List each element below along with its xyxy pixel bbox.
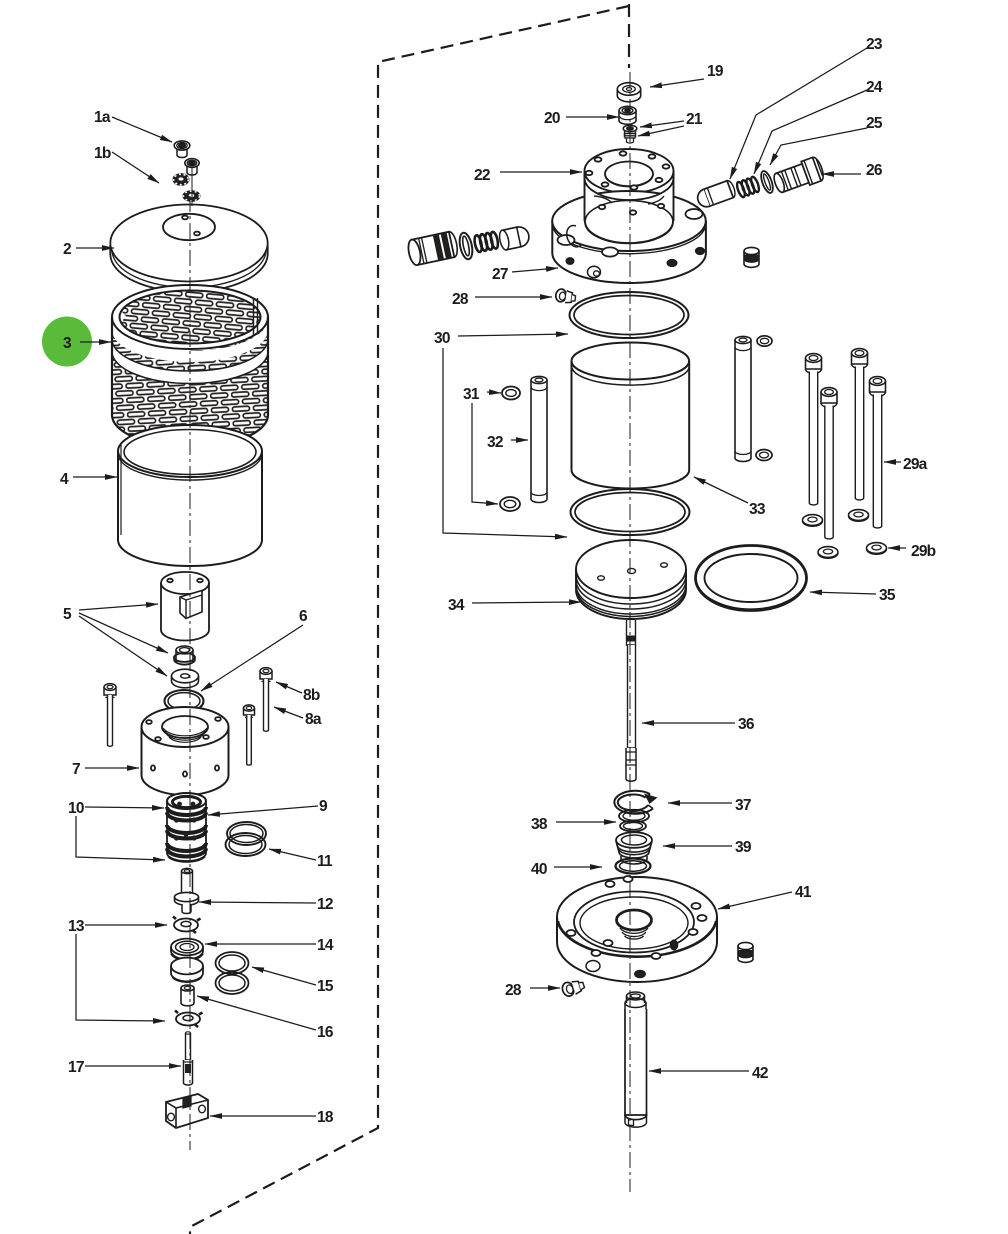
svg-text:23: 23 bbox=[866, 36, 883, 53]
svg-text:12: 12 bbox=[317, 896, 333, 913]
svg-text:30: 30 bbox=[434, 330, 450, 347]
svg-text:29a: 29a bbox=[903, 456, 928, 473]
svg-text:28: 28 bbox=[452, 291, 469, 308]
svg-text:1a: 1a bbox=[94, 109, 111, 126]
svg-text:5: 5 bbox=[63, 606, 72, 623]
svg-text:24: 24 bbox=[866, 79, 883, 96]
svg-text:9: 9 bbox=[319, 798, 328, 815]
svg-text:2: 2 bbox=[63, 241, 71, 258]
svg-text:42: 42 bbox=[752, 1065, 768, 1082]
svg-text:20: 20 bbox=[544, 110, 560, 127]
svg-text:10: 10 bbox=[68, 800, 84, 817]
svg-text:17: 17 bbox=[68, 1059, 84, 1076]
svg-text:15: 15 bbox=[317, 978, 334, 995]
svg-text:11: 11 bbox=[317, 853, 333, 870]
svg-text:1b: 1b bbox=[94, 145, 111, 162]
svg-text:7: 7 bbox=[72, 761, 80, 778]
svg-text:40: 40 bbox=[531, 861, 547, 878]
svg-text:8a: 8a bbox=[305, 711, 322, 728]
svg-text:16: 16 bbox=[317, 1024, 334, 1041]
svg-text:36: 36 bbox=[738, 716, 755, 733]
svg-text:3: 3 bbox=[63, 335, 72, 352]
svg-text:32: 32 bbox=[487, 434, 503, 451]
svg-text:25: 25 bbox=[866, 115, 883, 132]
svg-text:21: 21 bbox=[686, 111, 703, 128]
svg-text:8b: 8b bbox=[303, 687, 320, 704]
svg-text:4: 4 bbox=[60, 471, 69, 488]
svg-text:22: 22 bbox=[474, 167, 490, 184]
svg-text:31: 31 bbox=[463, 386, 480, 403]
svg-text:37: 37 bbox=[735, 797, 751, 814]
svg-text:28: 28 bbox=[505, 982, 522, 999]
svg-text:35: 35 bbox=[879, 587, 896, 604]
svg-text:41: 41 bbox=[795, 884, 812, 901]
svg-text:33: 33 bbox=[749, 501, 766, 518]
svg-text:38: 38 bbox=[531, 816, 548, 833]
svg-text:19: 19 bbox=[707, 63, 724, 80]
svg-text:34: 34 bbox=[448, 597, 465, 614]
svg-text:18: 18 bbox=[317, 1109, 334, 1126]
svg-text:39: 39 bbox=[735, 839, 752, 856]
svg-text:13: 13 bbox=[68, 918, 85, 935]
svg-text:27: 27 bbox=[492, 266, 508, 283]
svg-text:14: 14 bbox=[317, 937, 334, 954]
svg-text:29b: 29b bbox=[911, 543, 936, 560]
svg-text:26: 26 bbox=[866, 162, 883, 179]
svg-text:6: 6 bbox=[299, 608, 308, 625]
